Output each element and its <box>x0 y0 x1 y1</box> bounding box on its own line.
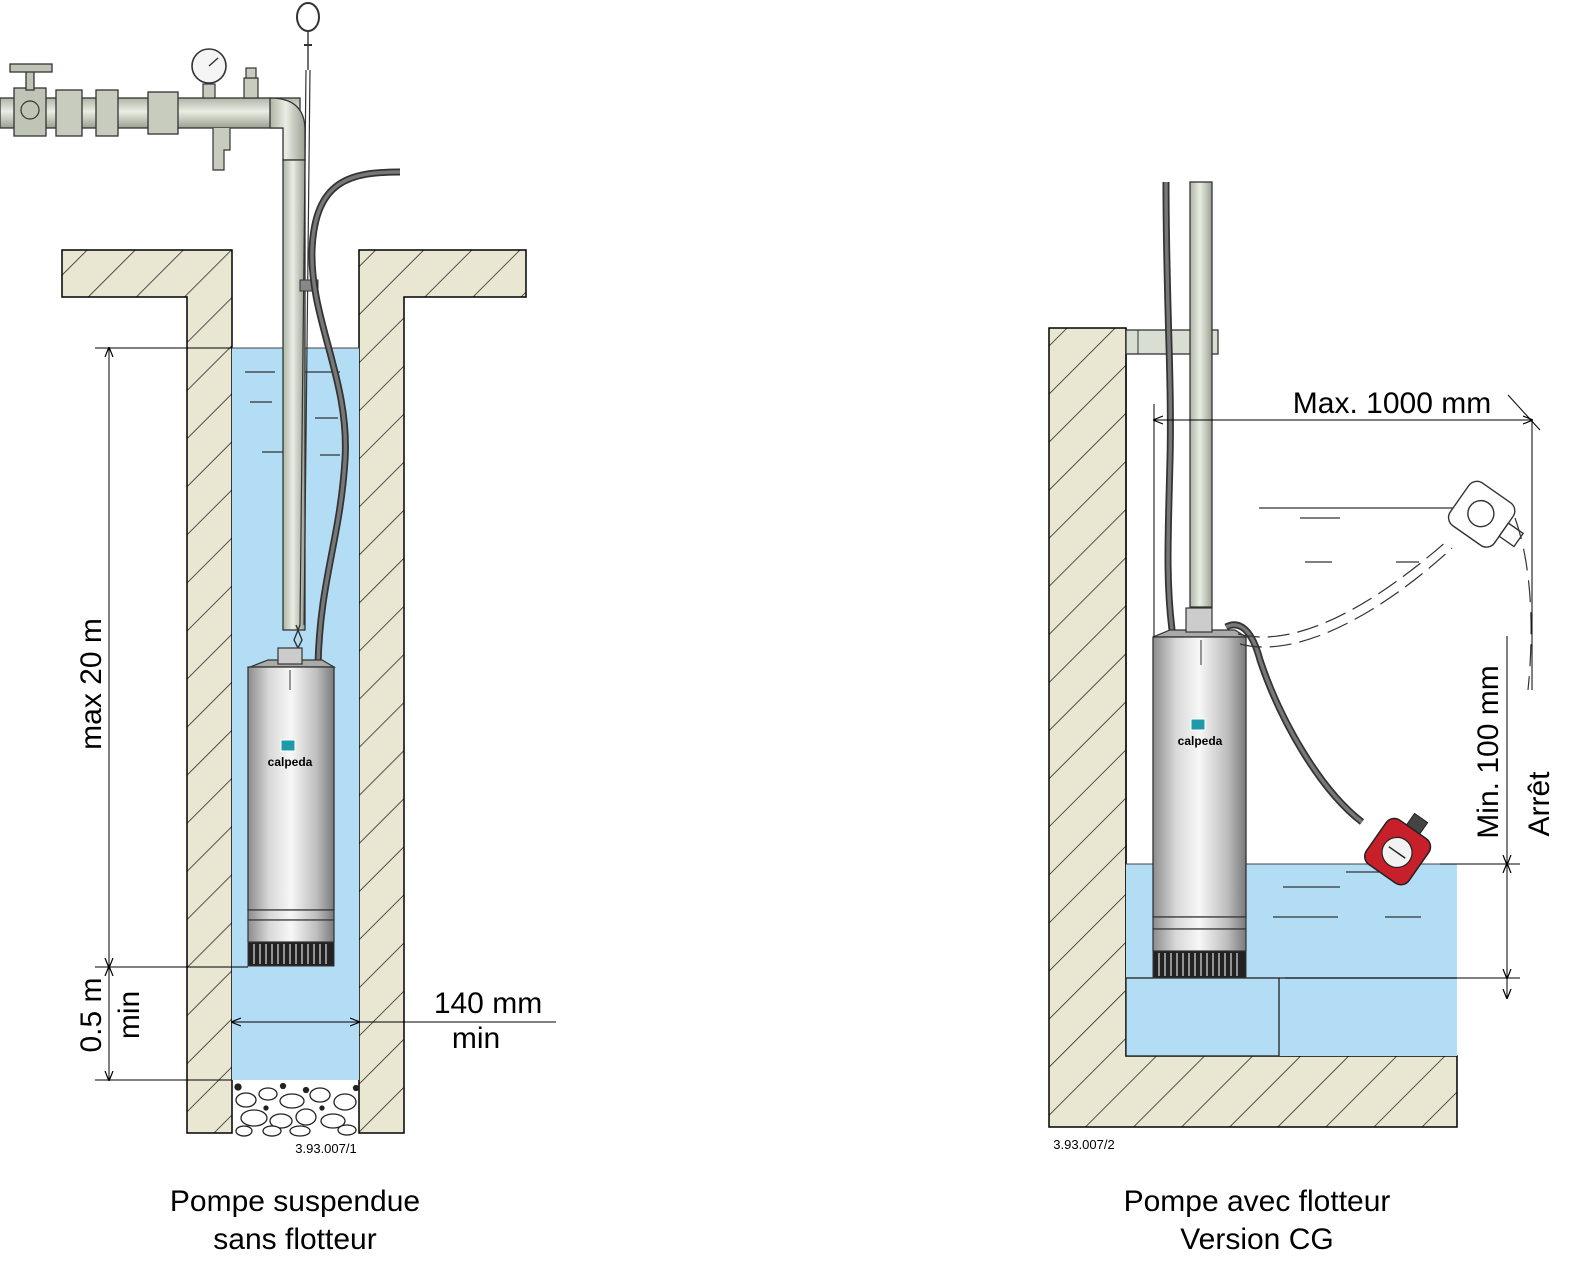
left-caption-line2: sans flotteur <box>213 1223 377 1256</box>
left-surface-piping <box>0 48 306 631</box>
right-base-blocks <box>1125 977 1457 1057</box>
left-suspension-cable <box>293 2 320 650</box>
right-float-arc-dashed <box>1237 539 1449 638</box>
right-figure: calpeda Max. 1000 mm <box>1048 181 1556 1152</box>
left-dim-width-value: 140 mm <box>434 987 542 1020</box>
right-water-ripples <box>1259 507 1457 918</box>
left-dim-bottom-value: 0.5 m <box>75 977 108 1052</box>
right-stop-label: Arrêt <box>1523 771 1556 837</box>
right-brand-label: calpeda <box>1178 734 1223 748</box>
right-dim-max-label: Max. 1000 mm <box>1293 387 1491 420</box>
right-dim-max <box>1154 394 1541 690</box>
left-brand-logo-icon <box>280 739 296 752</box>
left-pump: calpeda <box>247 647 337 967</box>
left-caption: Pompe suspendue sans flotteur <box>90 1183 500 1259</box>
right-riser-pipe <box>1189 181 1213 608</box>
right-caption-line1: Pompe avec flotteur <box>1123 1185 1391 1218</box>
left-dim-height-label: max 20 m <box>75 618 108 750</box>
right-caption: Pompe avec flotteur Version CG <box>1052 1183 1462 1259</box>
right-brand-logo-icon <box>1190 718 1206 731</box>
right-float-low <box>1363 812 1432 886</box>
right-dim-min <box>1285 636 1520 998</box>
right-float-high <box>1447 480 1525 548</box>
right-caption-line2: Version CG <box>1180 1223 1334 1256</box>
left-reference-code: 3.93.007/1 <box>295 1141 356 1156</box>
left-gravel <box>234 1082 360 1137</box>
left-figure: calpeda max 20 m 0.5 m min 140 mm min 3.… <box>0 2 556 1156</box>
left-well-walls <box>61 249 527 1134</box>
right-dim-min-label: Min. 100 mm <box>1472 665 1505 838</box>
left-dim-bottom-qualifier: min <box>113 991 146 1039</box>
left-dim-width-qualifier: min <box>452 1022 500 1055</box>
left-brand-label: calpeda <box>268 755 313 769</box>
left-caption-line1: Pompe suspendue <box>169 1185 421 1218</box>
right-pump: calpeda <box>1152 607 1249 979</box>
left-dim-height <box>95 348 248 1080</box>
right-reference-code: 3.93.007/2 <box>1053 1137 1114 1152</box>
